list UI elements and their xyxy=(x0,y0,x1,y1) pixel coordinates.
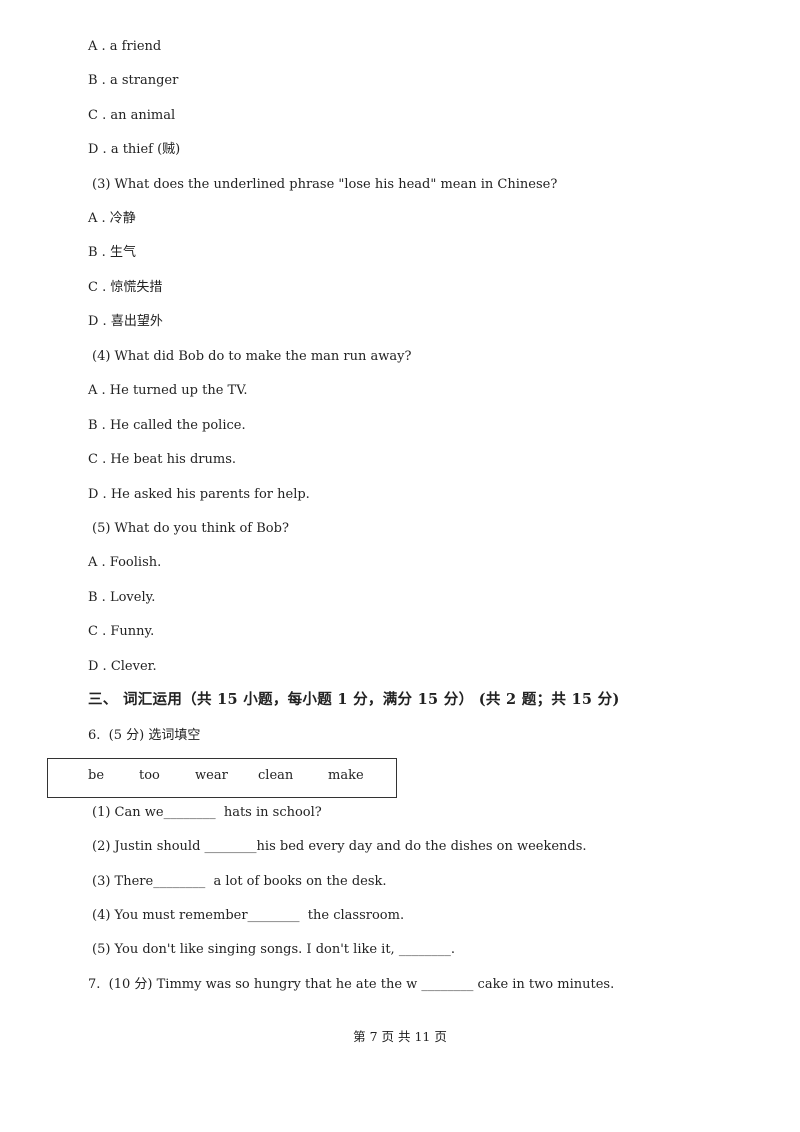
option-c: C . Funny. xyxy=(88,624,155,639)
word-bank-word: clean xyxy=(258,768,294,783)
word-bank-word: wear xyxy=(195,768,228,783)
option-d: D . 喜出望外 xyxy=(88,314,163,329)
option-a: A . He turned up the TV. xyxy=(88,383,248,398)
option-a: A . a friend xyxy=(88,39,162,54)
option-b: B . He called the police. xyxy=(88,418,246,433)
option-c: C . He beat his drums. xyxy=(88,452,237,467)
fill-item-1: (1) Can we________ hats in school? xyxy=(92,805,322,820)
question-4: (4) What did Bob do to make the man run … xyxy=(92,349,412,364)
question-5: (5) What do you think of Bob? xyxy=(92,521,289,536)
option-b: B . Lovely. xyxy=(88,590,156,605)
fill-item-4: (4) You must remember________ the classr… xyxy=(92,908,405,923)
word-bank-word: be xyxy=(88,768,105,783)
fill-item-2: (2) Justin should ________his bed every … xyxy=(92,839,587,854)
option-d: D . Clever. xyxy=(88,659,157,674)
option-c: C . an animal xyxy=(88,108,176,123)
question-6-header: 6. (5 分) 选词填空 xyxy=(88,728,201,743)
option-c: C . 惊慌失措 xyxy=(88,280,163,295)
option-b: B . a stranger xyxy=(88,73,179,88)
option-a: A . 冷静 xyxy=(88,211,136,226)
question-7: 7. (10 分) Timmy was so hungry that he at… xyxy=(88,977,615,992)
word-bank-word: make xyxy=(328,768,364,783)
option-b: B . 生气 xyxy=(88,245,136,260)
section-title: 三、 词汇运用（共 15 小题，每小题 1 分，满分 15 分） (共 2 题；… xyxy=(88,691,620,708)
option-a: A . Foolish. xyxy=(88,555,162,570)
page-footer: 第 7 页 共 11 页 xyxy=(353,1029,447,1044)
word-bank-word: too xyxy=(139,768,160,783)
fill-item-3: (3) There________ a lot of books on the … xyxy=(92,874,387,889)
word-bank-box: be too wear clean make xyxy=(47,758,397,798)
question-3: (3) What does the underlined phrase "los… xyxy=(92,177,558,192)
fill-item-5: (5) You don't like singing songs. I don'… xyxy=(92,942,455,957)
option-d: D . He asked his parents for help. xyxy=(88,487,310,502)
option-d: D . a thief (贼) xyxy=(88,142,181,157)
